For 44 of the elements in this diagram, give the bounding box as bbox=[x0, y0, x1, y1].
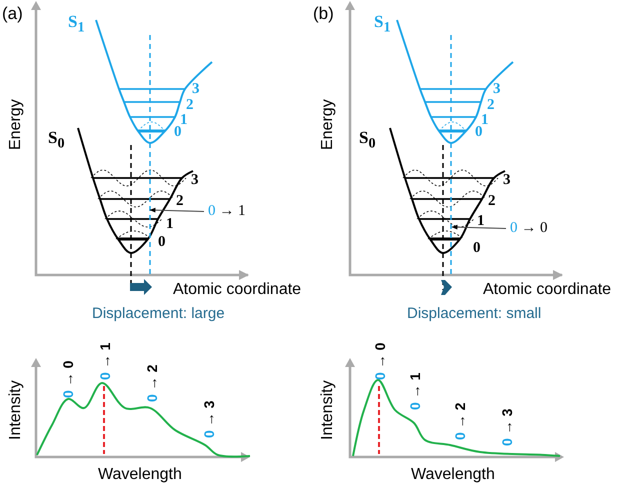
transition-label: 0 → 0 bbox=[510, 220, 548, 237]
axis-title: Atomic coordinate bbox=[483, 281, 612, 299]
vibrational-level-number: 0 bbox=[473, 240, 480, 257]
axis-title: Intensity bbox=[319, 380, 337, 440]
transition-label: 0 → 0 bbox=[372, 342, 388, 380]
state-label: S$_{1}$ bbox=[374, 12, 391, 36]
state-label: S$_{1}$ bbox=[68, 12, 85, 36]
vibrational-level-number: 3 bbox=[503, 172, 510, 189]
transition-label: 0 → 3 bbox=[499, 408, 515, 446]
transition-label: 0 → 0 bbox=[60, 360, 76, 398]
axis-title: Intensity bbox=[7, 380, 25, 440]
vibrational-level-number: 3 bbox=[191, 172, 198, 189]
axis-title: Wavelength bbox=[411, 466, 495, 484]
vibrational-level-number: 2 bbox=[186, 97, 194, 114]
leader-line bbox=[451, 224, 506, 230]
vibrational-level-number: 2 bbox=[487, 97, 494, 114]
axis-title: Energy bbox=[319, 99, 337, 150]
transition-label: 0 → 2 bbox=[452, 402, 468, 440]
vibrational-level-number: 1 bbox=[481, 112, 488, 128]
displacement-caption: Displacement: small bbox=[407, 305, 542, 322]
displacement-caption: Displacement: large bbox=[92, 305, 225, 322]
transition-label: 0 → 1 bbox=[97, 342, 113, 380]
vibrational-level-number: 2 bbox=[488, 193, 496, 210]
axis-title: Energy bbox=[7, 99, 25, 150]
transition-label: 0 → 2 bbox=[144, 364, 160, 402]
vibrational-level-number: 1 bbox=[166, 216, 174, 233]
state-label: S$_{0}$ bbox=[359, 128, 376, 152]
vibrational-level-number: 3 bbox=[192, 81, 200, 98]
leader-line bbox=[149, 208, 204, 213]
axis-title: Wavelength bbox=[98, 466, 182, 484]
vibrational-level-number: 1 bbox=[180, 112, 188, 128]
panel-label: (b) bbox=[313, 4, 334, 24]
transition-label: 0 → 3 bbox=[201, 400, 217, 438]
vibrational-level-number: 3 bbox=[493, 81, 500, 98]
transition-label: 0 → 1 bbox=[407, 372, 423, 410]
vibrational-level-number: 1 bbox=[477, 213, 484, 230]
vibrational-level-number: 2 bbox=[176, 193, 184, 210]
vibrational-level-number: 0 bbox=[158, 234, 166, 251]
state-label: S$_{0}$ bbox=[48, 128, 65, 152]
panel-label: (a) bbox=[2, 4, 23, 24]
axis-title: Atomic coordinate bbox=[173, 281, 302, 299]
vibrational-level-number: 0 bbox=[174, 124, 182, 141]
transition-label: 0 → 1 bbox=[208, 203, 246, 220]
vibrational-level-number: 0 bbox=[475, 124, 482, 141]
